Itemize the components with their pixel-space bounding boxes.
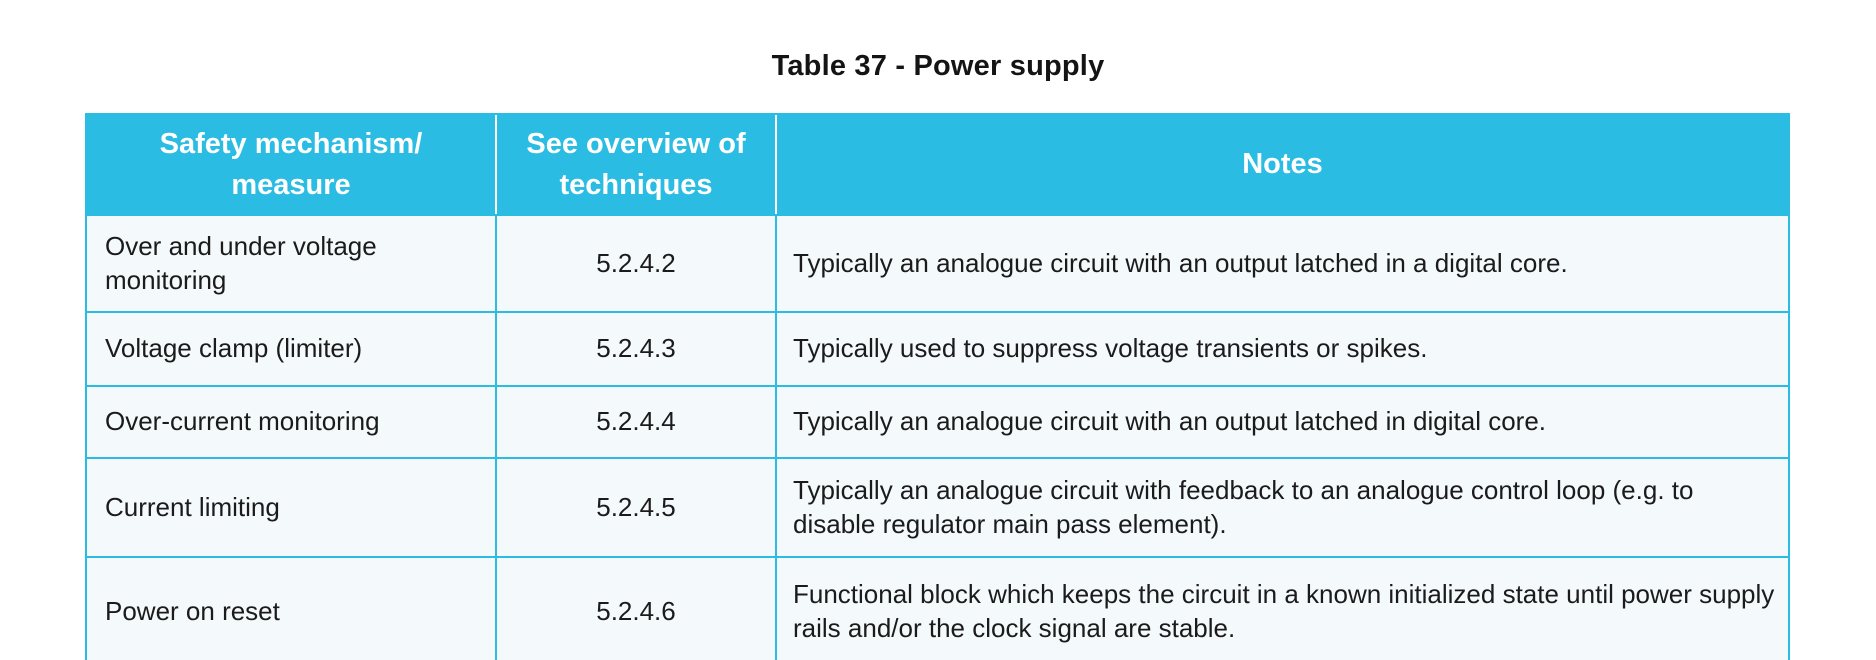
notes-cell: Typically an analogue circuit with an ou… xyxy=(777,214,1788,311)
table-row: Over and under voltage monitoring 5.2.4.… xyxy=(87,214,1788,311)
mechanism-cell: Over and under voltage monitoring xyxy=(87,214,497,311)
header-row: Safety mechanism/ measure See overview o… xyxy=(87,115,1788,214)
power-supply-table: Safety mechanism/ measure See overview o… xyxy=(85,113,1790,660)
notes-cell: Typically an analogue circuit with feedb… xyxy=(777,457,1788,556)
power-supply-table-container: Safety mechanism/ measure See overview o… xyxy=(85,113,1790,660)
notes-cell: Functional block which keeps the circuit… xyxy=(777,556,1788,660)
notes-cell: Typically an analogue circuit with an ou… xyxy=(777,385,1788,457)
notes-cell: Typically used to suppress voltage trans… xyxy=(777,311,1788,385)
page-title: Table 37 - Power supply xyxy=(771,50,1105,82)
techniques-ref-cell: 5.2.4.2 xyxy=(497,214,777,311)
mechanism-cell: Voltage clamp (limiter) xyxy=(87,311,497,385)
table-row: Over-current monitoring 5.2.4.4 Typicall… xyxy=(87,385,1788,457)
mechanism-cell: Over-current monitoring xyxy=(87,385,497,457)
column-header-safety-mechanism: Safety mechanism/ measure xyxy=(87,115,497,214)
table-row: Current limiting 5.2.4.5 Typically an an… xyxy=(87,457,1788,556)
table-row: Power on reset 5.2.4.6 Functional block … xyxy=(87,556,1788,660)
column-header-techniques-overview: See overview of techniques xyxy=(497,115,777,214)
techniques-ref-cell: 5.2.4.3 xyxy=(497,311,777,385)
techniques-ref-cell: 5.2.4.4 xyxy=(497,385,777,457)
mechanism-cell: Power on reset xyxy=(87,556,497,660)
techniques-ref-cell: 5.2.4.5 xyxy=(497,457,777,556)
column-header-notes: Notes xyxy=(777,115,1788,214)
table-row: Voltage clamp (limiter) 5.2.4.3 Typicall… xyxy=(87,311,1788,385)
mechanism-cell: Current limiting xyxy=(87,457,497,556)
techniques-ref-cell: 5.2.4.6 xyxy=(497,556,777,660)
